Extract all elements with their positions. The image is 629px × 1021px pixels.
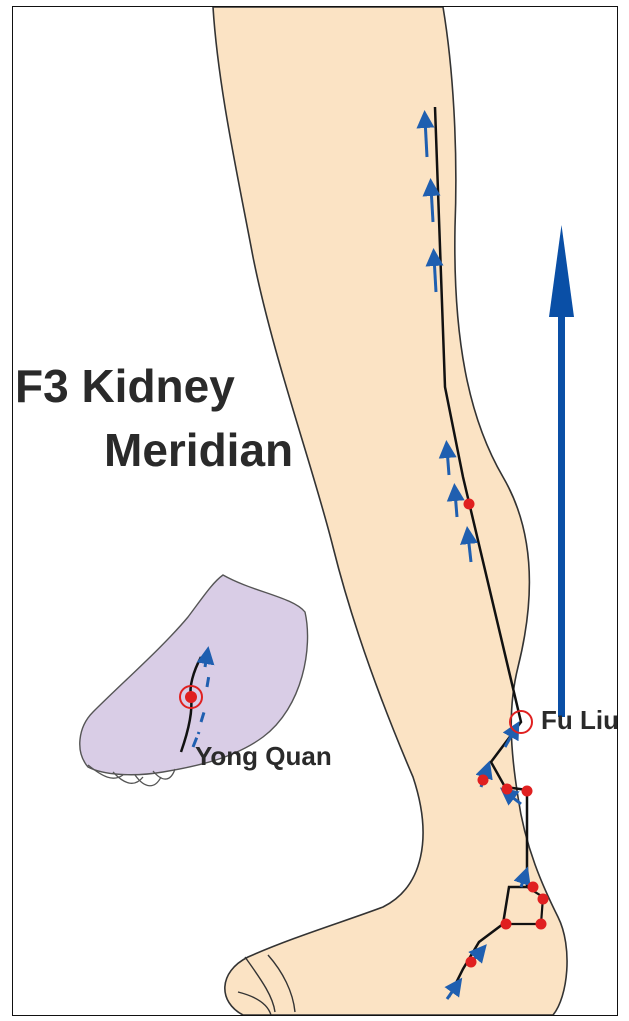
yong-quan-label: Yong Quan (195, 743, 332, 769)
title-line-1: F3 Kidney (15, 363, 235, 409)
fu-liu-label: Fu Liu (541, 707, 618, 733)
meridian-illustration (13, 7, 618, 1016)
big-direction-arrow (549, 225, 574, 717)
yong-quan-dot (185, 691, 197, 703)
diagram-frame: F3 Kidney Meridian Yong Quan Fu Liu (12, 6, 618, 1016)
title-line-2: Meridian (104, 427, 293, 473)
leg-silhouette (213, 7, 567, 1015)
